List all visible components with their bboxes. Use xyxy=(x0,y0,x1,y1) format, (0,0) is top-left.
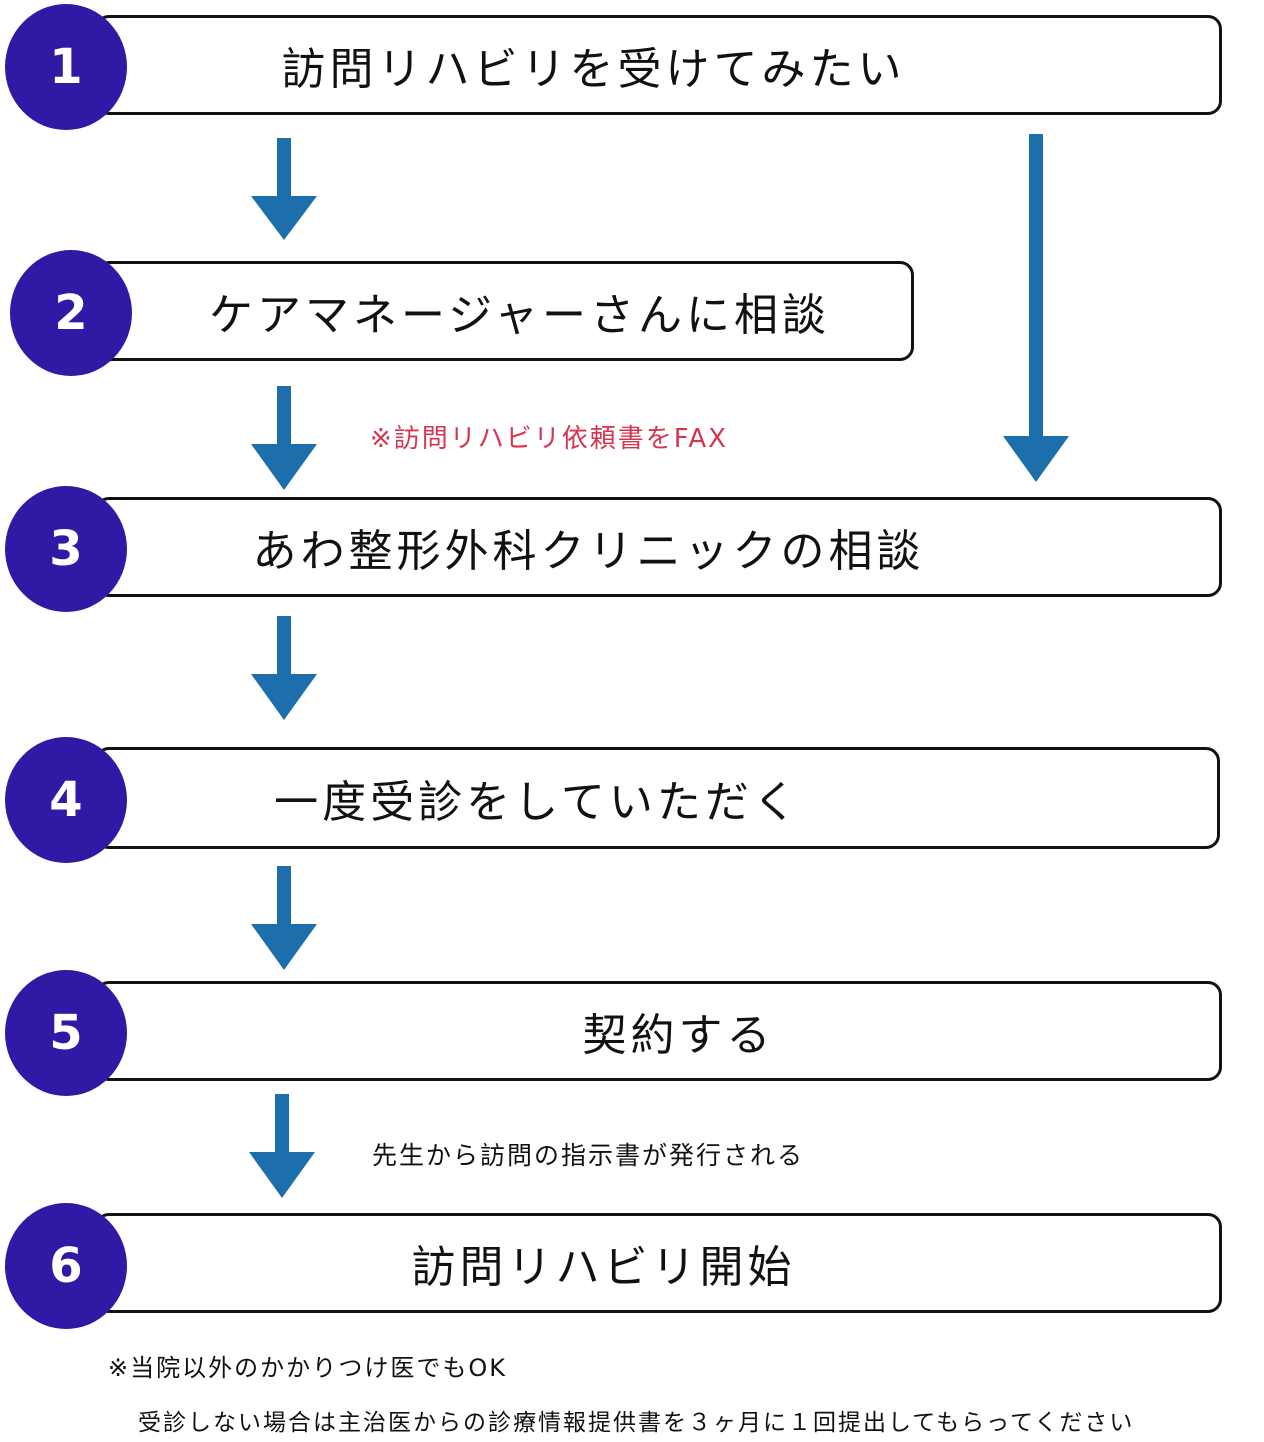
step-4-box: 一度受診をしていただく xyxy=(95,747,1220,849)
step-6-label: 訪問リハビリ開始 xyxy=(411,1242,796,1293)
step-3-box: あわ整形外科クリニックの相談 xyxy=(95,497,1222,597)
step-5-badge: 5 xyxy=(5,970,127,1096)
step-1-badge: 1 xyxy=(5,4,127,130)
step-4-number: 4 xyxy=(49,772,83,828)
footnote-primary: ※当院以外のかかりつけ医でもOK xyxy=(108,1354,507,1382)
instruction-note: 先生から訪問の指示書が発行される xyxy=(372,1141,805,1170)
step-4-label: 一度受診をしていただく xyxy=(274,777,801,828)
step-6-box: 訪問リハビリ開始 xyxy=(95,1213,1222,1313)
step-1-label: 訪問リハビリを受けてみたい xyxy=(281,44,906,95)
step-5-number: 5 xyxy=(49,1005,83,1061)
step-6-badge: 6 xyxy=(5,1203,127,1329)
step-2-label: ケアマネージャーさんに相談 xyxy=(209,290,830,341)
step-2-number: 2 xyxy=(54,285,88,341)
fax-note: ※訪問リハビリ依頼書をFAX xyxy=(370,424,728,454)
arrow-down-icon xyxy=(251,866,317,970)
step-3-label: あわ整形外科クリニックの相談 xyxy=(252,526,925,577)
footnote-secondary: 受診しない場合は主治医からの診療情報提供書を３ヶ月に１回提出してもらってください xyxy=(138,1410,1135,1436)
step-3-badge: 3 xyxy=(5,486,127,612)
arrow-down-icon xyxy=(251,386,317,490)
step-5-box: 契約する xyxy=(95,981,1222,1081)
step-2-badge: 2 xyxy=(10,250,132,376)
arrow-down-icon xyxy=(251,616,317,720)
step-4-badge: 4 xyxy=(5,737,127,863)
arrow-down-icon xyxy=(249,1094,315,1198)
arrow-down-icon xyxy=(251,138,317,240)
step-6-number: 6 xyxy=(49,1238,83,1294)
step-5-label: 契約する xyxy=(582,1010,775,1061)
step-2-box: ケアマネージャーさんに相談 xyxy=(95,261,914,361)
step-3-number: 3 xyxy=(49,521,83,577)
step-1-box: 訪問リハビリを受けてみたい xyxy=(95,15,1222,115)
arrow-down-icon xyxy=(1003,134,1069,482)
step-1-number: 1 xyxy=(49,39,83,95)
